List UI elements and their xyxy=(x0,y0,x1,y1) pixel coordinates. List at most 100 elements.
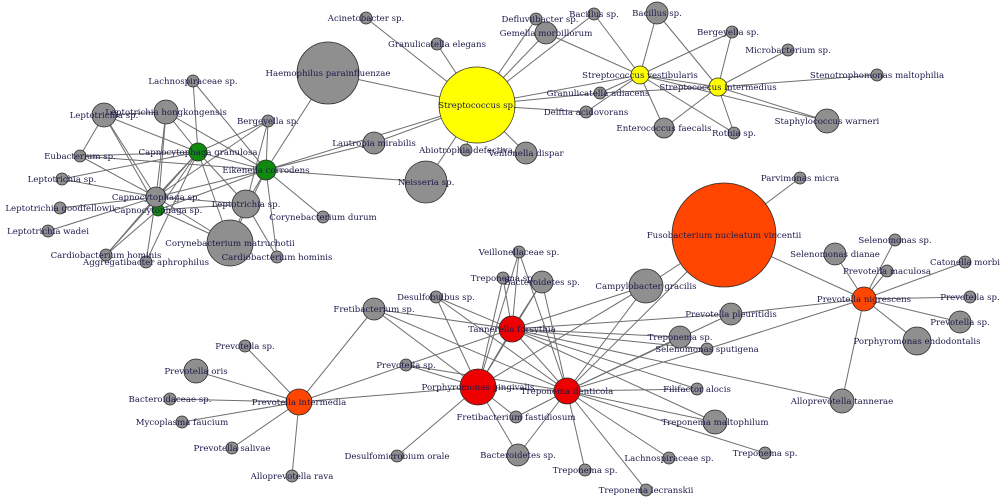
node-capsp1[interactable] xyxy=(145,186,167,208)
node-leptogood[interactable] xyxy=(53,201,67,215)
node-selenodianae[interactable] xyxy=(823,242,847,266)
node-defluv[interactable] xyxy=(529,12,543,26)
node-microbact[interactable] xyxy=(781,43,795,57)
node-strep_int[interactable] xyxy=(708,77,728,97)
node-trepmalt[interactable] xyxy=(702,409,728,435)
node-bacteroid2[interactable] xyxy=(163,392,177,406)
node-cardio1[interactable] xyxy=(99,248,113,262)
edge-eikenella-cardio2 xyxy=(265,169,278,258)
node-cardio2[interactable] xyxy=(270,250,284,264)
node-label-lepto3: Leptotrichia sp. xyxy=(212,200,281,210)
node-trepsp2[interactable] xyxy=(668,325,692,349)
node-alloprevr[interactable] xyxy=(285,469,299,483)
edge-capsp1-leptogood xyxy=(59,196,157,209)
node-fuso[interactable] xyxy=(671,182,777,288)
node-desulfob[interactable] xyxy=(429,290,443,304)
node-stenotro[interactable] xyxy=(870,68,884,82)
node-porphendo[interactable] xyxy=(902,326,932,356)
node-desulfomic[interactable] xyxy=(390,449,404,463)
edge-eikenella-eubact xyxy=(79,155,267,171)
node-label-fretisp: Fretibacterium sp. xyxy=(333,305,414,315)
node-eikenella[interactable] xyxy=(255,159,277,181)
node-selenospu[interactable] xyxy=(700,342,714,356)
node-prevsp2[interactable] xyxy=(948,310,972,334)
node-abiotro[interactable] xyxy=(459,143,473,157)
node-enteroc[interactable] xyxy=(653,117,675,139)
node-corymatr[interactable] xyxy=(206,219,254,267)
node-granadj[interactable] xyxy=(593,86,607,100)
node-neisseria[interactable] xyxy=(404,160,448,204)
node-eubact[interactable] xyxy=(73,149,87,163)
node-selenosp[interactable] xyxy=(888,233,902,247)
node-label-prevnig: Prevotella nigrescens xyxy=(817,295,911,305)
node-veillodisp[interactable] xyxy=(514,141,538,165)
node-bacteroid1[interactable] xyxy=(530,270,554,294)
node-lachno2[interactable] xyxy=(662,451,676,465)
node-prevoris[interactable] xyxy=(183,358,209,384)
node-campy[interactable] xyxy=(628,268,664,304)
node-prevomac[interactable] xyxy=(880,264,894,278)
node-delftia[interactable] xyxy=(579,105,593,119)
node-parvimonas[interactable] xyxy=(793,171,807,185)
edge-eikenella-leptohong xyxy=(165,111,267,171)
node-prevnig[interactable] xyxy=(851,286,877,312)
node-trepsp4[interactable] xyxy=(578,463,592,477)
node-prevsaliv[interactable] xyxy=(225,441,239,455)
node-alloprevt[interactable] xyxy=(829,388,855,414)
node-fretisp[interactable] xyxy=(362,297,386,321)
node-previnter[interactable] xyxy=(285,388,313,416)
node-acineto[interactable] xyxy=(359,11,373,25)
node-mycopl[interactable] xyxy=(175,415,189,429)
node-leptohong[interactable] xyxy=(153,99,179,125)
edge-trepden-fretisp xyxy=(373,308,568,392)
edge-tannerella-filifac xyxy=(511,328,698,390)
node-corydurum[interactable] xyxy=(316,210,330,224)
node-trepsp1[interactable] xyxy=(496,271,510,285)
node-trepsp3[interactable] xyxy=(758,446,772,460)
edge-strep_vest-staph xyxy=(639,74,828,122)
node-trepden[interactable] xyxy=(553,377,581,405)
edge-strep_int-microbact xyxy=(717,49,789,88)
node-prevpleu[interactable] xyxy=(719,302,743,326)
node-lepto1[interactable] xyxy=(91,102,117,128)
node-filifac[interactable] xyxy=(690,382,704,396)
node-strep[interactable] xyxy=(438,66,516,144)
node-granel[interactable] xyxy=(430,37,444,51)
node-staph[interactable] xyxy=(814,108,840,134)
node-lepto2[interactable] xyxy=(55,172,69,186)
node-haemoph[interactable] xyxy=(296,41,360,105)
node-label-prevsp1: Prevotella sp. xyxy=(940,293,1000,303)
node-catonella[interactable] xyxy=(958,255,972,269)
node-porphging[interactable] xyxy=(459,368,497,406)
node-tannerella[interactable] xyxy=(498,315,526,343)
node-bacillus2[interactable] xyxy=(645,1,669,25)
node-bacteroid3[interactable] xyxy=(506,443,530,467)
node-label-capgran: Capnocytophaga granulosa xyxy=(139,148,258,158)
node-fretifast[interactable] xyxy=(509,410,523,424)
node-treplec[interactable] xyxy=(639,483,653,497)
node-gemella[interactable] xyxy=(534,21,558,45)
edge-capgran-lepto1 xyxy=(103,114,199,153)
node-label-trepsp2: Treponema sp. xyxy=(648,333,713,343)
node-prevsp4[interactable] xyxy=(399,358,413,372)
node-aggreg[interactable] xyxy=(139,255,153,269)
node-label-prevsp3: Prevotella sp. xyxy=(215,342,275,352)
node-bergeyella2[interactable] xyxy=(261,114,275,128)
node-lepto3[interactable] xyxy=(231,189,261,219)
node-label-prevsp4: Prevotella sp. xyxy=(376,361,436,371)
node-rothia[interactable] xyxy=(727,126,741,140)
edge-previnter-bacteroid2 xyxy=(169,398,300,403)
node-lachno1[interactable] xyxy=(186,74,200,88)
node-prevsp3[interactable] xyxy=(238,339,252,353)
node-veillonell[interactable] xyxy=(512,245,526,259)
node-prevsp1[interactable] xyxy=(963,290,977,304)
node-capgran[interactable] xyxy=(188,142,208,162)
node-lautrop[interactable] xyxy=(362,131,386,155)
edge-trepden-veillonell xyxy=(518,251,568,392)
node-label-trepsp4: Treponema sp. xyxy=(553,466,618,476)
node-leptowadei[interactable] xyxy=(41,224,55,238)
node-bacillus1[interactable] xyxy=(587,7,601,21)
node-label-bacteroid2: Bacteroidaceae sp. xyxy=(129,395,212,405)
node-bergeyella1[interactable] xyxy=(725,25,739,39)
node-strep_vest[interactable] xyxy=(630,65,650,85)
